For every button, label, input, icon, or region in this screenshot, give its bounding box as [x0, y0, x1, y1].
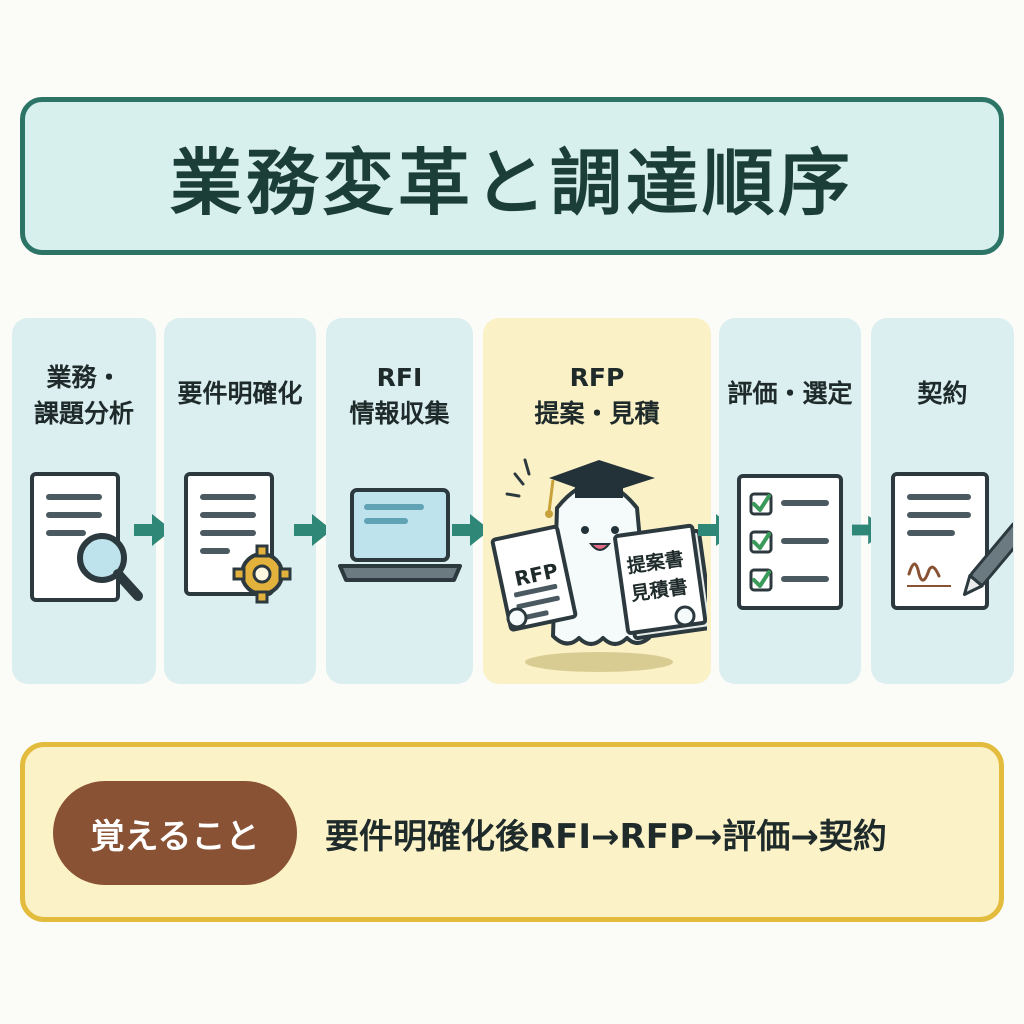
- step-analysis: 業務・ 課題分析: [12, 318, 156, 684]
- step-label: RFP 提案・見積: [483, 360, 711, 432]
- arrow-right-icon: [294, 514, 332, 546]
- step-label-line1: 要件明確化: [177, 379, 303, 408]
- signed-contract-icon: [891, 472, 1013, 610]
- step-label: 要件明確化: [164, 376, 316, 412]
- document-gear-icon: [184, 472, 292, 604]
- memo-badge: 覚えること: [53, 781, 297, 885]
- arrow-right-icon: [452, 514, 490, 546]
- step-label-line1: RFP: [569, 363, 625, 392]
- step-label-line1: 評価・選定: [727, 379, 853, 408]
- step-label-line2: 課題分析: [33, 399, 134, 428]
- step-label-line1: 契約: [917, 379, 968, 408]
- step-label: RFI 情報収集: [326, 360, 473, 432]
- step-requirements: 要件明確化: [164, 318, 316, 684]
- step-label-line1: RFI: [376, 363, 423, 392]
- step-evaluation: 評価・選定: [719, 318, 861, 684]
- step-label: 業務・ 課題分析: [12, 360, 156, 432]
- checklist-icon: [737, 474, 843, 610]
- step-label-line2: 提案・見積: [534, 399, 660, 428]
- laptop-icon: [338, 488, 462, 582]
- step-label: 契約: [871, 376, 1014, 412]
- step-label: 評価・選定: [719, 376, 861, 412]
- document-magnifier-icon: [30, 472, 143, 602]
- step-rfp: RFP 提案・見積 RFP 提案書 見積書: [483, 318, 711, 684]
- ghost-mascot-icon: RFP 提案書 見積書: [490, 458, 707, 672]
- step-contract: 契約: [871, 318, 1014, 684]
- step-label-line1: 業務・: [46, 363, 122, 392]
- page-title: 業務変革と調達順序: [169, 140, 854, 225]
- step-label-line2: 情報収集: [349, 399, 450, 428]
- step-rfi: RFI 情報収集: [326, 318, 473, 684]
- memo-box: 覚えること 要件明確化後RFI→RFP→評価→契約: [20, 742, 1004, 922]
- arrow-right-icon: [134, 514, 172, 546]
- memo-text: 要件明確化後RFI→RFP→評価→契約: [325, 816, 887, 857]
- title-banner: 業務変革と調達順序: [20, 97, 1004, 255]
